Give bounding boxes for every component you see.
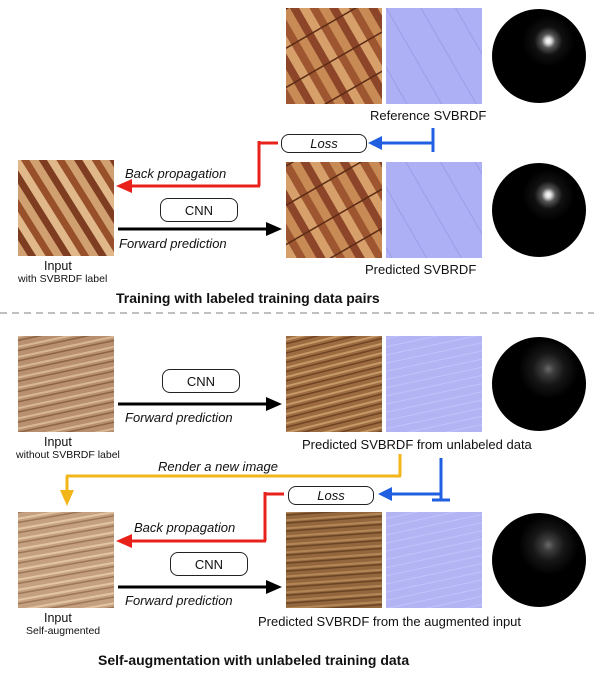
predicted-svbrdf-label: Predicted SVBRDF [365, 262, 477, 277]
predicted-unlabeled-diffuse-tile [286, 336, 382, 432]
reference-sphere [492, 9, 586, 103]
cnn-box-top: CNN [160, 198, 238, 222]
reference-normal-tile [386, 8, 482, 104]
loss-box-bottom: Loss [288, 486, 374, 505]
top-caption: Training with labeled training data pair… [116, 290, 380, 306]
render-arrow [60, 454, 402, 506]
input-sublabel-2: Self-augmented [26, 625, 101, 637]
forward-label-top: Forward prediction [119, 236, 227, 251]
predicted-augmented-label: Predicted SVBRDF from the augmented inpu… [258, 614, 522, 629]
forward-arrow-top [118, 222, 282, 236]
loss-box-top: Loss [281, 134, 367, 153]
forward-arrow-1 [118, 397, 282, 411]
forward-label-1: Forward prediction [125, 410, 233, 425]
input-label-2: Input [44, 611, 72, 625]
reference-svbrdf-label: Reference SVBRDF [370, 108, 487, 123]
predicted-unlabeled-sphere [492, 337, 586, 431]
back-prop-label-top: Back propagation [125, 166, 227, 181]
predicted-unlabeled-normal-tile [386, 336, 482, 432]
predicted-augmented-normal-tile [386, 512, 482, 608]
input-sublabel-1: without SVBRDF label [16, 449, 120, 461]
predicted-unlabeled-label: Predicted SVBRDF from unlabeled data [302, 437, 532, 452]
input-sublabel-top: with SVBRDF label [18, 273, 108, 285]
predicted-diffuse-tile [286, 162, 382, 258]
back-prop-arrow-top [116, 141, 278, 193]
loss-arrow-top [368, 128, 435, 152]
bottom-caption: Self-augmentation with unlabeled trainin… [98, 652, 410, 668]
cnn-box-1: CNN [162, 369, 240, 393]
predicted-normal-tile [386, 162, 482, 258]
input-label-1: Input [44, 435, 72, 449]
forward-arrow-2 [118, 580, 282, 594]
loss-arrow-bottom [378, 458, 450, 502]
input-label-top: Input [44, 259, 72, 273]
predicted-sphere [492, 163, 586, 257]
input-labeled-tile [18, 160, 114, 256]
render-new-image-label: Render a new image [158, 459, 278, 474]
reference-diffuse-tile [286, 8, 382, 104]
predicted-augmented-diffuse-tile [286, 512, 382, 608]
cnn-box-2: CNN [170, 552, 248, 576]
predicted-augmented-sphere [492, 513, 586, 607]
back-prop-arrow-bottom [116, 492, 284, 548]
back-prop-label-bottom: Back propagation [134, 520, 236, 535]
input-unlabeled-tile [18, 336, 114, 432]
forward-label-2: Forward prediction [125, 593, 233, 608]
input-augmented-tile [18, 512, 114, 608]
